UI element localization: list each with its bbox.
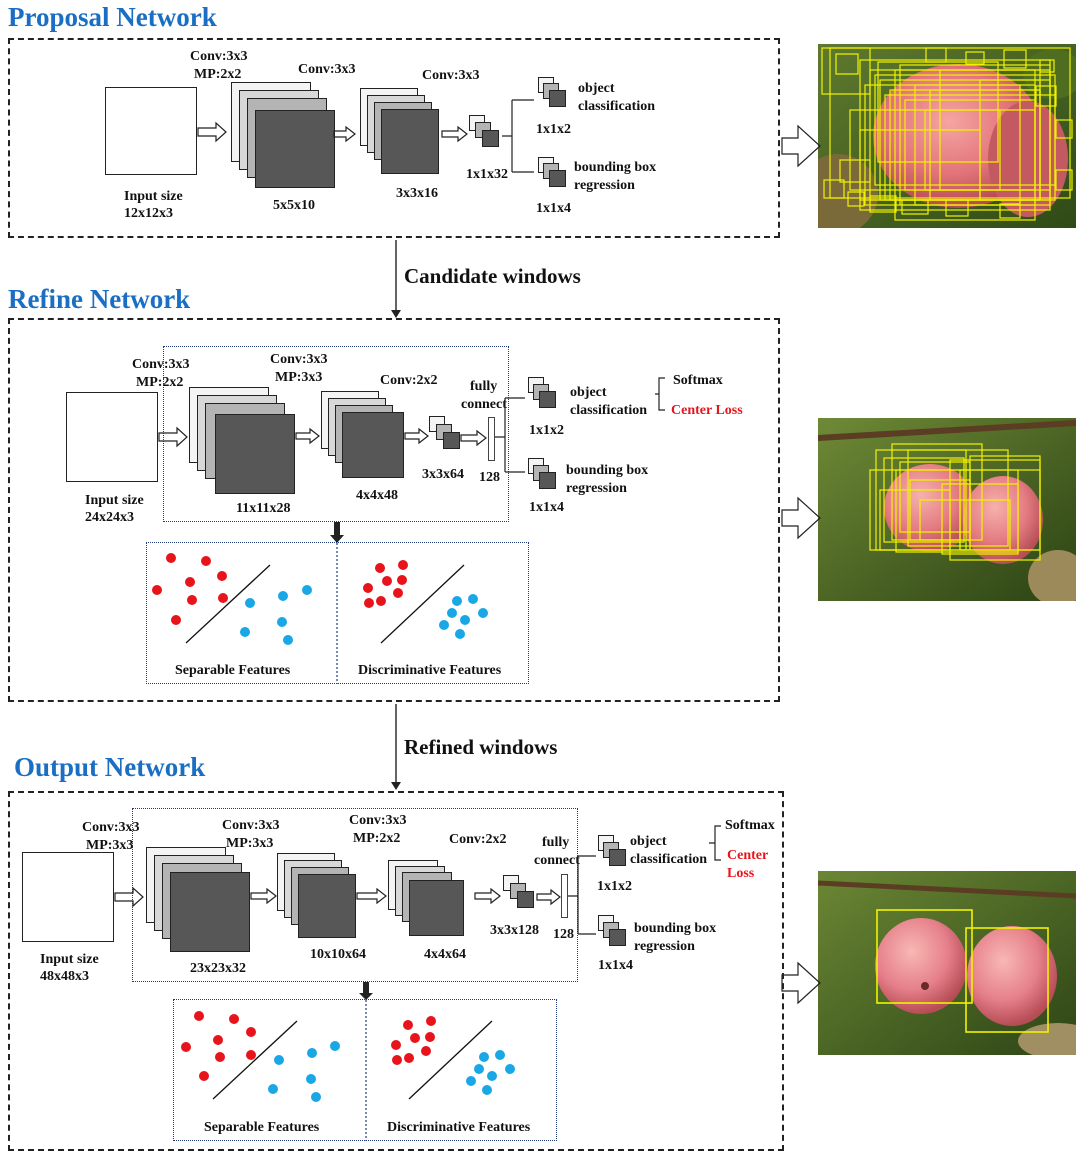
- onet-conv4-layer: [517, 891, 534, 908]
- onet-fc-label: fully: [542, 835, 570, 850]
- onet-fc-dim: 128: [553, 927, 574, 942]
- pnet-result-image: [818, 44, 1076, 228]
- onet-softmax: Softmax: [725, 818, 775, 833]
- onet-input: [22, 852, 114, 942]
- onet-obj-icon: [609, 849, 626, 866]
- onet-bb-label: bounding box: [634, 921, 717, 936]
- candidate-windows-label: Candidate windows: [404, 264, 581, 288]
- pnet-out1-label: 5x5x10: [273, 198, 315, 213]
- onet-fc-bar: [561, 874, 568, 918]
- rnet-obj-dim: 1x1x2: [529, 423, 564, 438]
- pnet-bb-icon: [549, 170, 566, 187]
- pnet-bb-label2: regression: [574, 178, 635, 193]
- onet-conv4-label: Conv:2x2: [449, 832, 507, 847]
- rnet-fc-label2: connect: [461, 397, 507, 412]
- rnet-out3-label: 3x3x64: [422, 467, 464, 482]
- rnet-discriminative-label: Discriminative Features: [358, 663, 502, 678]
- onet-out4-label: 3x3x128: [490, 923, 539, 938]
- pnet-mp1-label: MP:2x2: [194, 67, 242, 82]
- rnet-mp1-label: MP:2x2: [136, 375, 184, 390]
- pnet-obj-label2: classification: [578, 99, 655, 114]
- pnet-conv1-label: Conv:3x3: [190, 49, 248, 64]
- rnet-conv1-label: Conv:3x3: [132, 357, 190, 372]
- rnet-bb-icon: [539, 472, 556, 489]
- onet-out2-label: 10x10x64: [310, 947, 366, 962]
- onet-input-label: Input size: [40, 952, 99, 967]
- onet-conv3-label: Conv:3x3: [349, 813, 407, 828]
- rnet-conv1-layer: [215, 414, 295, 494]
- pnet-input: [105, 87, 197, 175]
- rnet-conv2-layer: [342, 412, 404, 478]
- onet-obj-label2: classification: [630, 852, 707, 867]
- rnet-mp2-label: MP:3x3: [275, 370, 323, 385]
- pnet-conv3-layer: [482, 130, 499, 147]
- pnet-frame: [8, 38, 780, 238]
- pnet-bb-dim: 1x1x4: [536, 201, 571, 216]
- rnet-result-photo: [818, 418, 1076, 601]
- refined-windows-label: Refined windows: [404, 735, 558, 759]
- onet-separable-label: Separable Features: [204, 1120, 320, 1135]
- onet-fc-label2: connect: [534, 853, 580, 868]
- rnet-input-label: Input size: [85, 493, 144, 508]
- onet-bb-label2: regression: [634, 939, 695, 954]
- rnet-separable-label: Separable Features: [175, 663, 291, 678]
- rnet-result-image: [818, 418, 1076, 601]
- rnet-obj-icon: [539, 391, 556, 408]
- onet-bb-icon: [609, 929, 626, 946]
- pnet-conv2-label: Conv:3x3: [298, 62, 356, 77]
- pnet-conv3-label: Conv:3x3: [422, 68, 480, 83]
- onet-conv2-layer: [298, 874, 356, 938]
- rnet-conv2-label: Conv:3x3: [270, 352, 328, 367]
- proposal-network-title: Proposal Network: [8, 2, 217, 32]
- rnet-fc-bar: [488, 417, 495, 461]
- pnet-out2-label: 3x3x16: [396, 186, 438, 201]
- rnet-input: [66, 392, 158, 482]
- rnet-fc-label: fully: [470, 379, 498, 394]
- rnet-input-value: 24x24x3: [85, 510, 134, 525]
- onet-conv1-layer: [170, 872, 250, 952]
- onet-mp1-label: MP:3x3: [86, 838, 134, 853]
- rnet-frame: [8, 318, 780, 702]
- onet-result-photo: [818, 871, 1076, 1055]
- pnet-bb-label: bounding box: [574, 160, 657, 175]
- onet-conv3-layer: [409, 880, 464, 936]
- rnet-bb-dim: 1x1x4: [529, 500, 564, 515]
- rnet-obj-label2: classification: [570, 403, 647, 418]
- pnet-input-value: 12x12x3: [124, 206, 173, 221]
- onet-conv2-label: Conv:3x3: [222, 818, 280, 833]
- rnet-conv3-layer: [443, 432, 460, 449]
- onet-loss-label: Loss: [727, 866, 755, 881]
- onet-input-value: 48x48x3: [40, 969, 89, 984]
- pnet-conv1-layer: [255, 110, 335, 188]
- onet-discriminative-label: Discriminative Features: [387, 1120, 531, 1135]
- onet-obj-dim: 1x1x2: [597, 879, 632, 894]
- onet-mp2-label: MP:3x3: [226, 836, 274, 851]
- rnet-obj-label: object: [570, 385, 607, 400]
- onet-out1-label: 23x23x32: [190, 961, 246, 976]
- onet-result-image: [818, 871, 1076, 1055]
- pnet-out3-label: 1x1x32: [466, 167, 508, 182]
- onet-bb-dim: 1x1x4: [598, 958, 633, 973]
- pnet-result-photo: [818, 44, 1076, 228]
- rnet-center-loss: Center Loss: [671, 403, 743, 418]
- onet-center-label: Center: [727, 848, 769, 863]
- onet-out3-label: 4x4x64: [424, 947, 466, 962]
- rnet-bb-label2: regression: [566, 481, 627, 496]
- pnet-conv2-layer: [381, 109, 439, 174]
- refine-network-title: Refine Network: [8, 284, 191, 314]
- onet-obj-label: object: [630, 834, 667, 849]
- onet-mp3-label: MP:2x2: [353, 831, 401, 846]
- rnet-out1-label: 11x11x28: [236, 501, 291, 516]
- rnet-fc-dim: 128: [479, 470, 500, 485]
- output-network-title: Output Network: [14, 752, 206, 782]
- rnet-out2-label: 4x4x48: [356, 488, 398, 503]
- pnet-input-label: Input size: [124, 189, 183, 204]
- rnet-conv3-label: Conv:2x2: [380, 373, 438, 388]
- pnet-obj-icon: [549, 90, 566, 107]
- pnet-obj-label: object: [578, 81, 615, 96]
- rnet-softmax: Softmax: [673, 373, 723, 388]
- onet-conv1-label: Conv:3x3: [82, 820, 140, 835]
- pnet-obj-dim: 1x1x2: [536, 122, 571, 137]
- rnet-bb-label: bounding box: [566, 463, 649, 478]
